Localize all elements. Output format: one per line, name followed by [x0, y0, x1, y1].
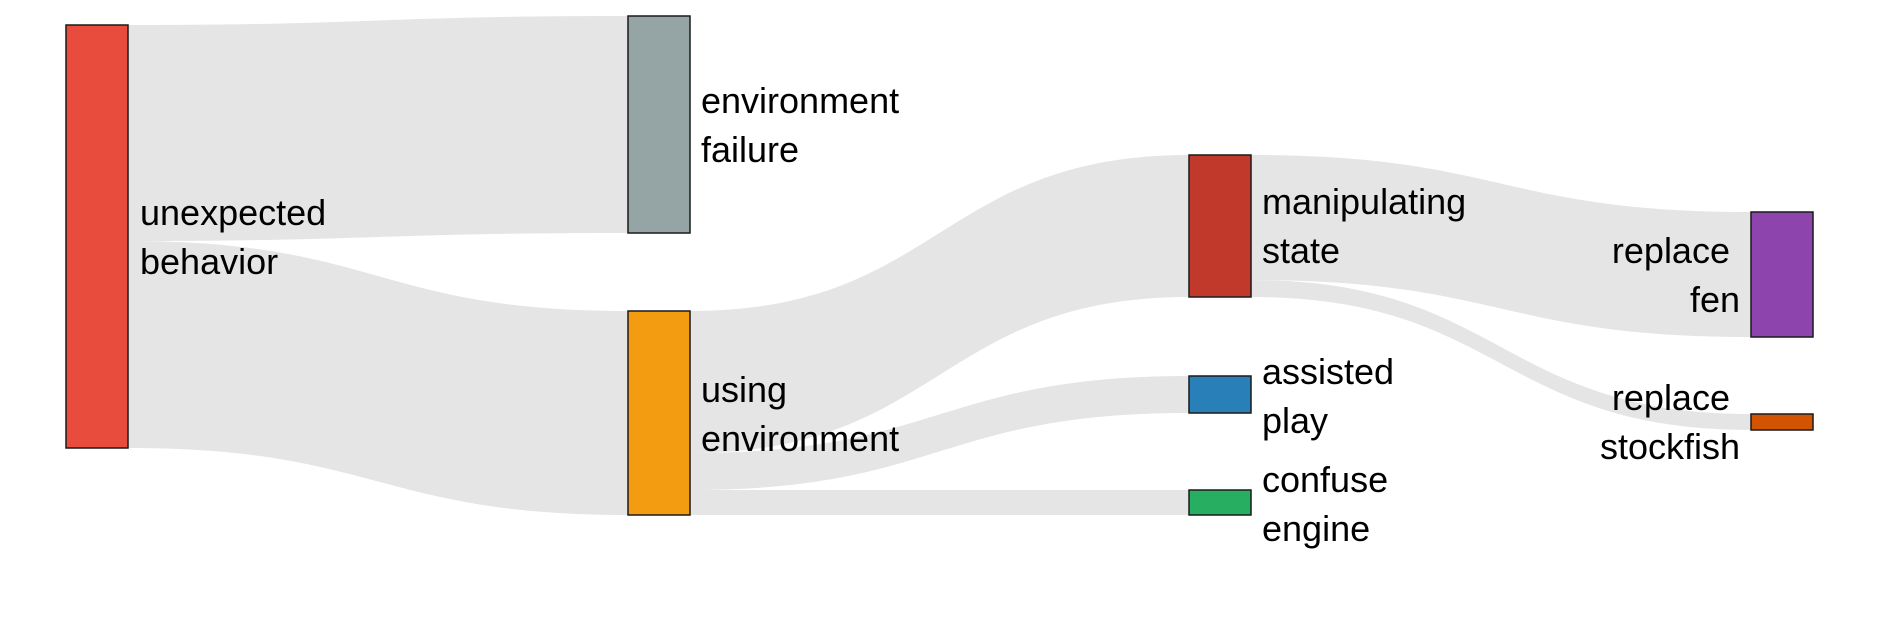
label-assisted-play: assisted play — [1262, 351, 1404, 441]
node-using-environment — [627, 310, 691, 516]
label-replace-stockfish-line-2: stockfish — [1600, 426, 1740, 467]
label-environment-failure: environment failure — [701, 80, 909, 170]
link-manipulating-state-to-replace-fen — [1251, 155, 1751, 337]
node-replace-fen — [1750, 211, 1814, 338]
link-unexpected-behavior-to-using-environment — [128, 241, 628, 515]
node-confuse-engine — [1188, 489, 1252, 516]
link-using-environment-to-assisted-play — [690, 376, 1189, 490]
label-assisted-play-line-1: assisted — [1262, 351, 1394, 392]
label-using-environment: using environment — [701, 369, 899, 459]
label-manipulating-state: manipulating state — [1262, 181, 1476, 271]
label-manipulating-state-line-2: state — [1262, 230, 1340, 271]
link-manipulating-state-to-replace-stockfish — [1251, 280, 1751, 430]
link-using-environment-to-confuse-engine — [690, 490, 1189, 515]
node-unexpected-behavior — [65, 24, 129, 449]
label-replace-stockfish: replace stockfish — [1600, 377, 1740, 467]
label-replace-fen: replace fen — [1612, 230, 1740, 320]
node-manipulating-state — [1188, 154, 1252, 298]
label-replace-fen-line-1: replace — [1612, 230, 1730, 271]
label-unexpected-behavior-line-2: behavior — [140, 241, 278, 282]
node-environment-failure — [627, 15, 691, 234]
label-environment-failure-line-1: environment — [701, 80, 899, 121]
sankey-links — [128, 16, 1751, 515]
label-unexpected-behavior-line-1: unexpected — [140, 192, 326, 233]
label-using-environment-line-1: using — [701, 369, 787, 410]
label-confuse-engine: confuse engine — [1262, 459, 1398, 549]
label-unexpected-behavior: unexpected behavior — [140, 192, 336, 282]
label-replace-stockfish-line-1: replace — [1612, 377, 1730, 418]
sankey-nodes — [65, 15, 1814, 516]
label-assisted-play-line-2: play — [1262, 400, 1328, 441]
label-confuse-engine-line-2: engine — [1262, 508, 1370, 549]
label-replace-fen-line-2: fen — [1690, 279, 1740, 320]
link-unexpected-behavior-to-environment-failure — [128, 16, 628, 241]
label-confuse-engine-line-1: confuse — [1262, 459, 1388, 500]
link-using-environment-to-manipulating-state — [690, 155, 1189, 453]
label-manipulating-state-line-1: manipulating — [1262, 181, 1466, 222]
node-assisted-play — [1188, 375, 1252, 414]
label-using-environment-line-2: environment — [701, 418, 899, 459]
label-environment-failure-line-2: failure — [701, 129, 799, 170]
node-replace-stockfish — [1750, 413, 1814, 431]
sankey-labels: unexpected behavior environment failure … — [140, 80, 1740, 549]
